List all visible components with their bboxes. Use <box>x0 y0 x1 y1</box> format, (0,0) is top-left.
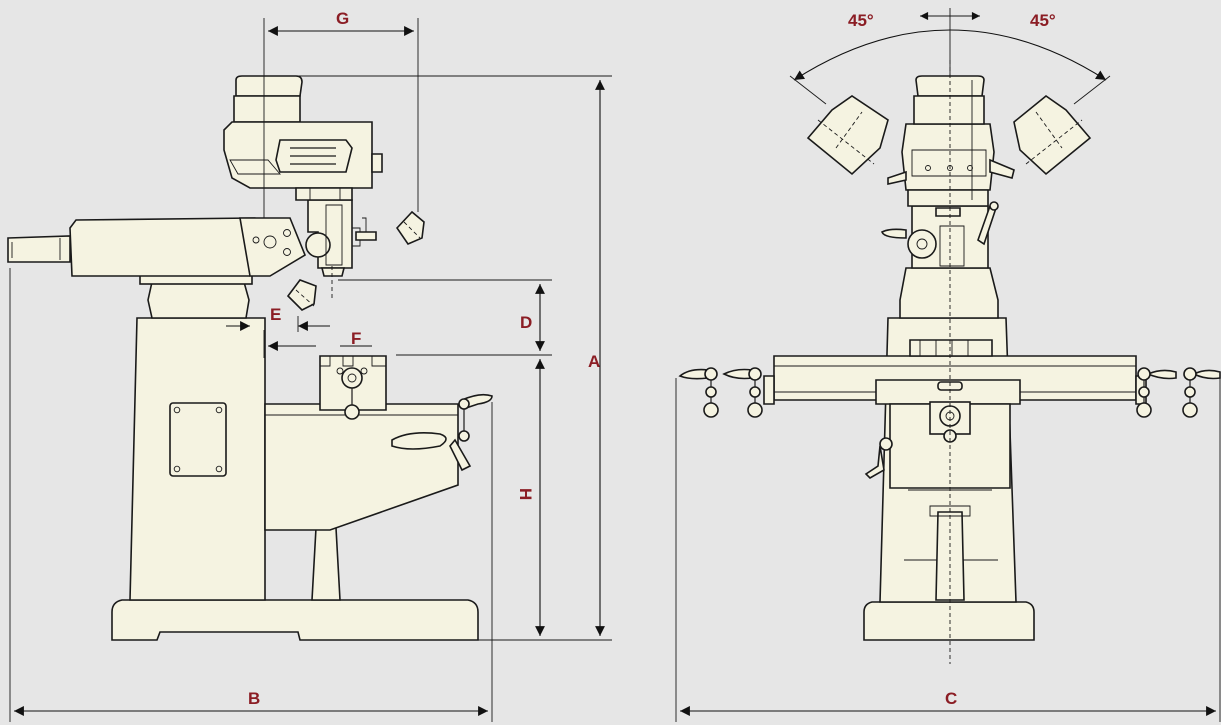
label-a: A <box>588 352 600 371</box>
side-access-panel <box>169 402 227 477</box>
front-turret <box>899 267 999 319</box>
label-g: G <box>336 9 349 28</box>
front-base <box>863 601 1035 641</box>
label-angle-left: 45° <box>848 11 874 30</box>
front-table-handwheels <box>678 367 1221 418</box>
label-d: D <box>520 313 532 332</box>
label-e: E <box>270 305 281 324</box>
side-dimensions <box>9 18 612 722</box>
side-spindle <box>320 267 346 277</box>
side-turret <box>147 281 250 319</box>
label-h: H <box>516 488 535 500</box>
side-ram-handle <box>7 235 71 263</box>
side-tilted-head-ghost <box>286 210 425 311</box>
side-knee-handle <box>391 432 447 450</box>
front-view <box>678 60 1221 664</box>
side-ram <box>69 217 263 277</box>
front-tilted-head-left <box>806 95 889 176</box>
front-motor <box>915 75 985 97</box>
side-head-motor <box>235 75 303 97</box>
label-b: B <box>248 689 260 708</box>
label-angle-right: 45° <box>1030 11 1056 30</box>
label-c: C <box>945 689 957 708</box>
front-dimensions <box>675 8 1221 722</box>
side-base <box>111 599 479 641</box>
front-tilted-head-right <box>1013 94 1092 176</box>
dimension-labels: A B C D E F G H 45° 45° <box>248 9 1056 708</box>
label-f: F <box>351 329 361 348</box>
side-view <box>7 75 493 641</box>
front-head-housing <box>901 123 995 191</box>
side-knee-pedestal <box>311 527 341 601</box>
side-knee <box>264 403 459 531</box>
